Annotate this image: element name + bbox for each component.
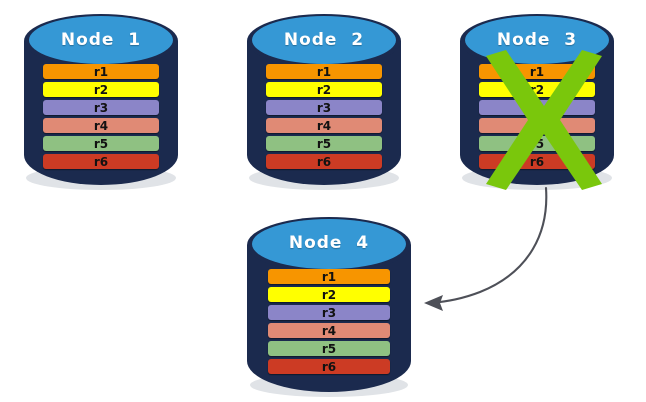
row-label: r3 [93, 100, 109, 115]
row-label: r4 [93, 118, 109, 133]
row-label: r2 [321, 287, 337, 302]
node-rows-4: r1 r2 r3 r4 r5 r6 [243, 269, 415, 374]
row-bar-r3[interactable]: r3 [268, 305, 390, 320]
arrowhead-icon [424, 295, 443, 311]
row-bar-r2[interactable]: r2 [43, 82, 159, 97]
row-label: r2 [316, 82, 332, 97]
row-bar-r5[interactable]: r5 [268, 341, 390, 356]
row-label: r5 [316, 136, 332, 151]
row-bar-r5[interactable]: r5 [43, 136, 159, 151]
row-bar-r1[interactable]: r1 [268, 269, 390, 284]
row-label: r4 [316, 118, 332, 133]
node-cylinder-1[interactable]: Node 1 r1 r2 r3 r4 r5 r6 [20, 8, 182, 190]
node-rows-1: r1 r2 r3 r4 r5 r6 [20, 64, 182, 169]
row-bar-r4[interactable]: r4 [266, 118, 382, 133]
row-bar-r2[interactable]: r2 [266, 82, 382, 97]
row-label: r1 [316, 64, 332, 79]
row-label: r3 [321, 305, 337, 320]
row-bar-r1[interactable]: r1 [266, 64, 382, 79]
row-bar-r4[interactable]: r4 [268, 323, 390, 338]
row-label: r5 [321, 341, 337, 356]
row-bar-r6[interactable]: r6 [43, 154, 159, 169]
row-bar-r3[interactable]: r3 [266, 100, 382, 115]
row-label: r6 [316, 154, 332, 169]
row-bar-r3[interactable]: r3 [43, 100, 159, 115]
row-label: r4 [321, 323, 337, 338]
row-label: r1 [93, 64, 109, 79]
row-bar-r2[interactable]: r2 [268, 287, 390, 302]
row-label: r6 [93, 154, 109, 169]
row-bar-r1[interactable]: r1 [43, 64, 159, 79]
row-bar-r5[interactable]: r5 [266, 136, 382, 151]
row-label: r1 [321, 269, 337, 284]
row-label: r3 [316, 100, 332, 115]
row-bar-r4[interactable]: r4 [43, 118, 159, 133]
row-bar-r6[interactable]: r6 [268, 359, 390, 374]
node-rows-2: r1 r2 r3 r4 r5 r6 [243, 64, 405, 169]
row-label: r5 [93, 136, 109, 151]
node-cylinder-2[interactable]: Node 2 r1 r2 r3 r4 r5 r6 [243, 8, 405, 190]
row-bar-r6[interactable]: r6 [266, 154, 382, 169]
row-label: r6 [321, 359, 337, 374]
row-label: r2 [93, 82, 109, 97]
